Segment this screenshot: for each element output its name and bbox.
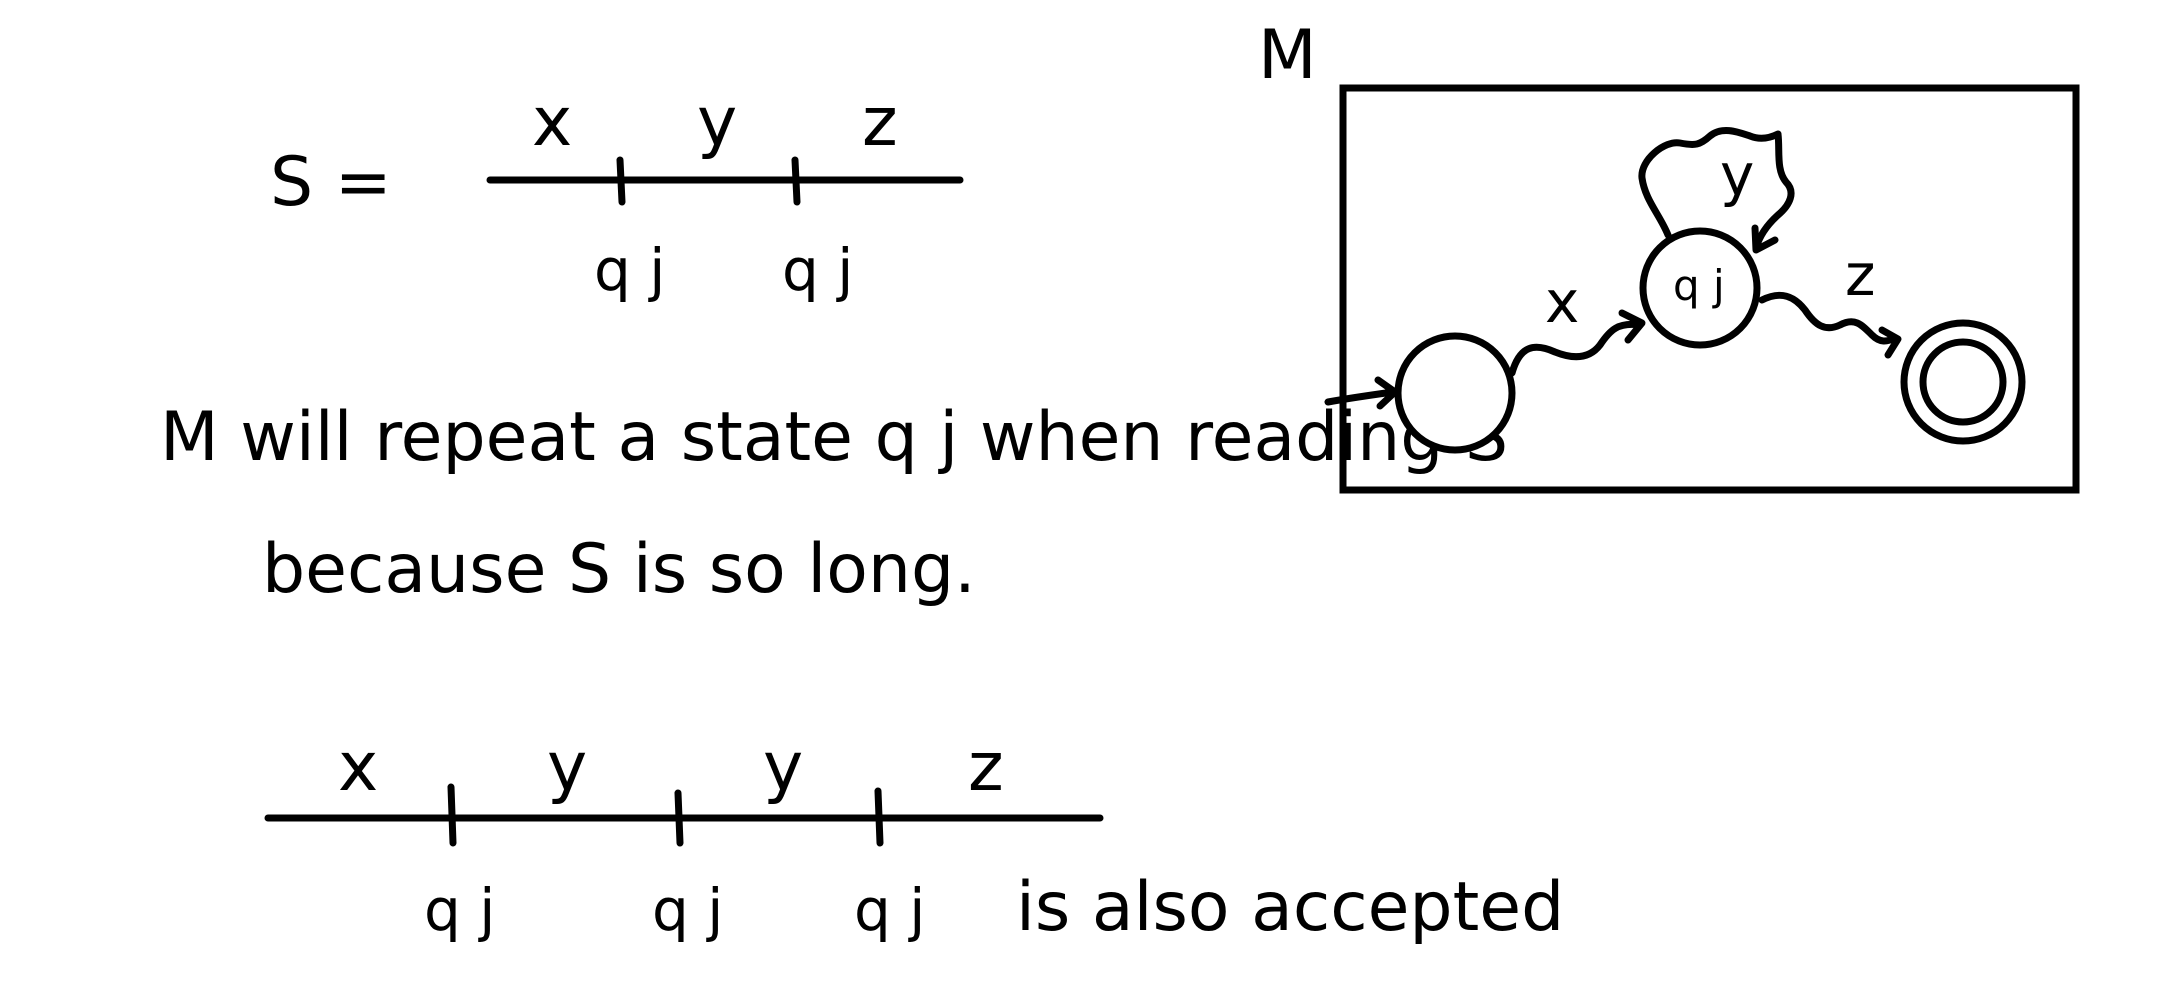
- top-segment-y: y: [697, 83, 737, 162]
- machine-name: M: [1258, 16, 1317, 95]
- transition-x-arrowhead: [1618, 309, 1646, 344]
- bottom-state-label-3: q j: [854, 876, 925, 944]
- bottom-string-suffix: is also accepted: [1016, 868, 1564, 947]
- loop-y-label: y: [1720, 141, 1754, 209]
- transition-z-path: [1758, 291, 1899, 345]
- machine-diagram: M x y z q j: [1258, 16, 2080, 494]
- loop-y-path: [1638, 127, 1795, 252]
- bottom-string: x y y z q j q j q j is also accepted: [264, 728, 1564, 947]
- transition-z-arrowhead: [1878, 326, 1902, 359]
- bottom-segment-y-2: y: [763, 728, 803, 807]
- bottom-string-tick-2: [674, 789, 684, 847]
- top-segment-z: z: [862, 83, 898, 162]
- transition-x-label: x: [1545, 268, 1579, 336]
- top-state-label-1: q j: [594, 236, 665, 304]
- machine-box: [1339, 84, 2080, 494]
- start-arrow: [1324, 388, 1397, 406]
- bottom-segment-y-1: y: [547, 728, 587, 807]
- state-qj: [1639, 227, 1761, 349]
- top-string-tick-1: [616, 156, 626, 206]
- top-string-tick-2: [791, 156, 801, 206]
- accept-state-inner: [1919, 338, 2007, 426]
- explanation-line-1: M will repeat a state q j when reading S: [160, 398, 1508, 477]
- start-state: [1394, 332, 1516, 454]
- top-string: S = x y z q j q j: [270, 83, 964, 304]
- bottom-segment-z: z: [968, 728, 1004, 807]
- bottom-state-label-2: q j: [652, 876, 723, 944]
- bottom-segment-x: x: [338, 728, 378, 807]
- state-qj-label: q j: [1673, 261, 1725, 310]
- bottom-string-tick-1: [447, 783, 457, 847]
- transition-z-label: z: [1845, 241, 1875, 309]
- explanation: M will repeat a state q j when reading S…: [160, 398, 1508, 609]
- bottom-string-tick-3: [874, 787, 884, 847]
- loop-y-arrowhead: [1751, 224, 1779, 254]
- top-string-prefix: S =: [270, 143, 392, 222]
- top-segment-x: x: [532, 83, 572, 162]
- bottom-state-label-1: q j: [424, 876, 495, 944]
- top-state-label-2: q j: [782, 236, 853, 304]
- transition-x-path: [1508, 320, 1644, 377]
- explanation-line-2: because S is so long.: [262, 530, 976, 609]
